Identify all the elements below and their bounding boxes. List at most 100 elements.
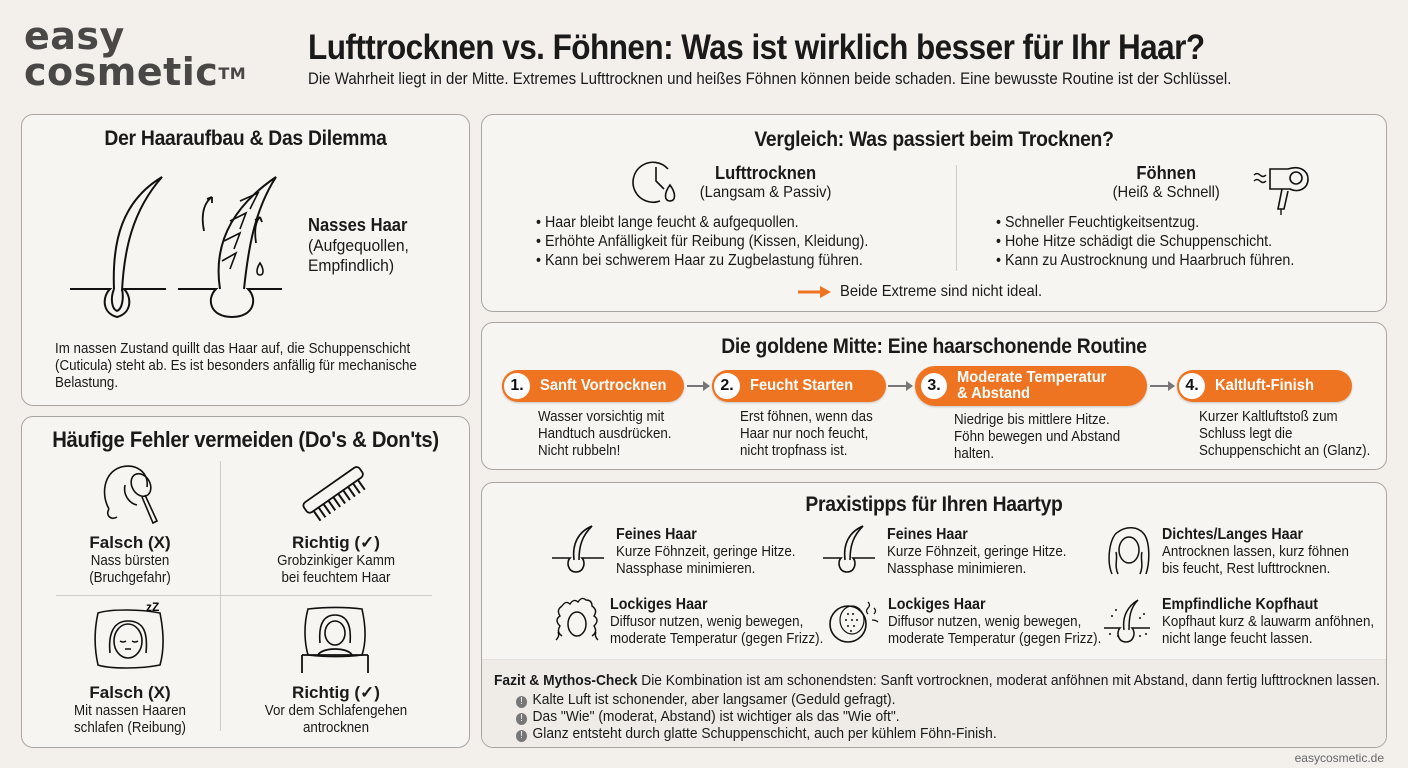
air-dry-point: • Haar bleibt lange feucht & aufgequolle… [536, 214, 799, 231]
blow-dry-name: Föhnen [1136, 163, 1197, 183]
tip-curly-hair-diffuser: Lockiges Haar Diffusor nutzen, wenig bew… [826, 596, 1120, 648]
step-desc-line: Haar nur noch feucht, [740, 426, 869, 442]
verdict-wrong: Falsch (X) [89, 683, 171, 702]
tips-title: Praxistipps für Ihren Haartyp [805, 493, 1063, 516]
step-desc-line: Handtuch ausdrücken. [538, 426, 672, 442]
myth-point: !Das "Wie" (moderat, Abstand) ist wichti… [516, 708, 1382, 725]
tip-line: Nassphase minimieren. [616, 561, 756, 577]
mistake-line: Grobzinkiger Kamm [277, 553, 395, 569]
logo-line-2: cosmeticTM [24, 50, 247, 94]
tip-line: Diffusor nutzen, wenig bewegen, [888, 614, 1082, 630]
blow-dry-point: • Kann zu Austrocknung und Haarbruch füh… [996, 252, 1295, 269]
step-desc-line: Föhn bewegen und Abstand [954, 429, 1121, 445]
mistake-line: Vor dem Schlafengehen [264, 703, 408, 719]
tip-line: moderate Temperatur (gegen Frizz). [610, 631, 824, 647]
step-3-description: Niedrige bis mittlere Hitze. Föhn bewege… [954, 412, 1135, 463]
comparison-title: Vergleich: Was passiert beim Trocknen? [754, 128, 1114, 151]
air-dry-points: • Haar bleibt lange feucht & aufgequolle… [536, 213, 897, 270]
page-subtitle: Die Wahrheit liegt in der Mitte. Extreme… [308, 70, 1232, 88]
step-label-line: Moderate Temperatur [957, 369, 1107, 386]
step-desc-line: Nicht rubbeln! [538, 443, 621, 459]
sleeping-wet-hair-icon: zZ [94, 600, 164, 669]
verdict-right: Richtig (✓) [292, 683, 380, 702]
wet-hair-label-title: Nasses Haar [308, 215, 408, 235]
fazit-content: Fazit & Mythos-Check Die Kombination ist… [494, 672, 1408, 742]
page-title: Lufttrocknen vs. Föhnen: Was ist wirklic… [308, 28, 1205, 67]
wet-hair-label-sub-2: Empfindlich) [308, 256, 395, 275]
fazit-section [482, 659, 1386, 747]
tip-curly-hair: Lockiges Haar Diffusor nutzen, wenig bew… [552, 596, 842, 648]
step-1-description: Wasser vorsichtig mit Handtuch ausdrücke… [538, 409, 683, 460]
brushing-wet-hair-icon [103, 465, 159, 525]
horizontal-divider [56, 595, 432, 596]
diffuser-icon [829, 601, 879, 643]
comparison-divider [956, 165, 957, 271]
step-label: Feucht Starten [750, 377, 854, 394]
tip-sensitive-scalp: Empfindliche Kopfhaut Kopfhaut kurz & la… [1104, 596, 1393, 648]
mistake-line: antrocknen [302, 720, 370, 736]
tip-line: Nassphase minimieren. [887, 561, 1027, 577]
tip-line: Kopfhaut kurz & lauwarm anföhnen, [1162, 614, 1375, 630]
mistake-line: schlafen (Reibung) [74, 720, 186, 736]
tip-fine-hair: Feines Haar Kurze Föhnzeit, geringe Hitz… [552, 525, 811, 578]
footer-site: easycosmetic.de [1294, 751, 1384, 765]
description-line: Im nassen Zustand quillt das Haar auf, d… [55, 341, 411, 357]
info-icon: ! [516, 696, 528, 708]
verdict-wrong: Falsch (X) [89, 533, 171, 552]
step-number: 3. [919, 371, 949, 401]
blow-dry-header: Föhnen (Heiß & Schnell) [1108, 163, 1224, 202]
routine-step-3: 3. Moderate Temperatur & Abstand [915, 366, 1147, 406]
info-icon: ! [516, 730, 528, 742]
tip-title: Feines Haar [887, 526, 968, 543]
routine-step-4: 4. Kaltluft-Finish [1177, 370, 1352, 402]
step-number: 4. [1177, 371, 1207, 401]
logo-line-1: easy [24, 14, 125, 58]
comparison-card: Vergleich: Was passiert beim Trocknen? L… [481, 114, 1387, 312]
dry-hair-follicle-icon [70, 176, 166, 319]
tip-line: nicht lange feucht lassen. [1162, 631, 1313, 647]
step-desc-line: Wasser vorsichtig mit [538, 409, 665, 425]
step-number: 2. [712, 371, 742, 401]
info-icon: ! [516, 713, 528, 725]
step-arrow [687, 381, 710, 391]
bed-dry-hair-icon [301, 606, 369, 673]
mistake-cell-dry-before-bed: Richtig (✓) Vor dem Schlafengehen antroc… [236, 603, 436, 737]
routine-step-1: 1. Sanft Vortrocknen [502, 370, 684, 402]
hair-dryer-icon [1253, 166, 1309, 215]
hair-structure-description: Im nassen Zustand quillt das Haar auf, d… [55, 341, 448, 392]
step-desc-line: Schluss legt die [1199, 426, 1293, 442]
air-dry-sub: (Langsam & Passiv) [699, 184, 832, 201]
step-label: Moderate Temperatur & Abstand [957, 370, 1106, 402]
step-desc-line: Niedrige bis mittlere Hitze. [954, 412, 1110, 428]
vertical-divider [220, 461, 221, 731]
mistakes-title: Häufige Fehler vermeiden (Do's & Don'ts) [52, 427, 439, 452]
air-dry-point: • Erhöhte Anfälligkeit für Reibung (Kiss… [536, 233, 869, 250]
tip-title: Empfindliche Kopfhaut [1162, 596, 1319, 613]
comparison-conclusion: Beide Extreme sind nicht ideal. [798, 283, 1060, 300]
blow-dry-point: • Schneller Feuchtigkeitsentzug. [996, 214, 1200, 231]
fine-hair-follicle-icon [552, 525, 604, 573]
wet-hair-label: Nasses Haar (Aufgequollen, Empfindlich) [308, 215, 418, 276]
routine-title: Die goldene Mitte: Eine haarschonende Ro… [721, 335, 1147, 358]
step-desc-line: Schuppenschicht an (Glanz). [1199, 443, 1371, 459]
tip-line: Kurze Föhnzeit, geringe Hitze. [616, 544, 796, 560]
tip-title: Lockiges Haar [610, 596, 708, 613]
step-desc-line: nicht tropfnass ist. [740, 443, 848, 459]
tip-line: moderate Temperatur (gegen Frizz). [888, 631, 1102, 647]
description-line: Belastung. [55, 375, 119, 391]
mistakes-card: Häufige Fehler vermeiden (Do's & Don'ts)… [21, 416, 470, 748]
mistake-line: Nass bürsten [90, 553, 170, 569]
clock-drop-icon [632, 161, 676, 204]
tip-line: Antrocknen lassen, kurz föhnen [1162, 544, 1349, 560]
step-desc-line: halten. [954, 446, 995, 462]
tip-line: Kurze Föhnzeit, geringe Hitze. [887, 544, 1067, 560]
blow-dry-sub: (Heiß & Schnell) [1112, 184, 1220, 201]
step-4-description: Kurzer Kaltluftstoß zum Schluss legt die… [1199, 409, 1385, 460]
brand-logo: easy cosmeticTM [24, 14, 247, 94]
step-2-description: Erst föhnen, wenn das Haar nur noch feuc… [740, 409, 884, 460]
conclusion-text: Beide Extreme sind nicht ideal. [840, 283, 1043, 300]
step-label: Sanft Vortrocknen [540, 377, 667, 394]
step-desc-line: Kurzer Kaltluftstoß zum [1199, 409, 1338, 425]
tip-fine-hair-2: Feines Haar Kurze Föhnzeit, geringe Hitz… [823, 525, 1082, 578]
curly-hair-icon [555, 597, 599, 641]
